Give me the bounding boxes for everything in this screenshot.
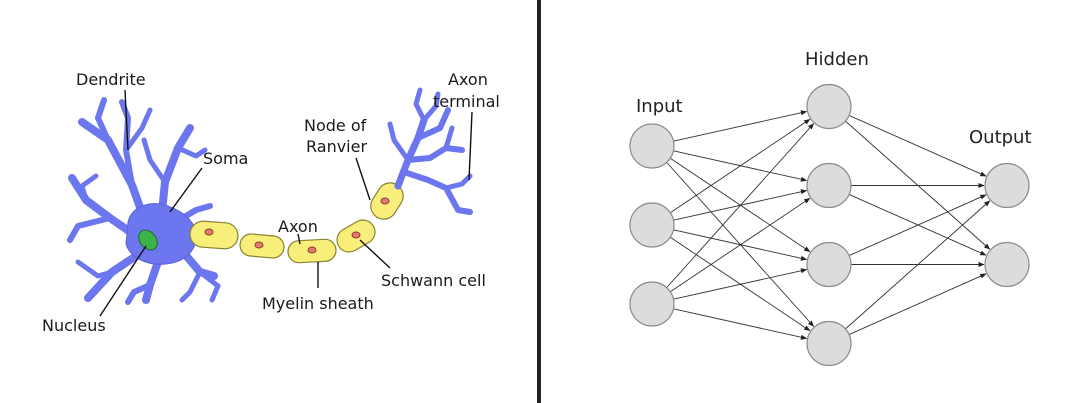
label-dendrite: Dendrite	[76, 70, 146, 89]
layer-label-hidden: Hidden	[805, 49, 869, 70]
network-edge	[673, 110, 808, 142]
layer-label-input: Input	[636, 96, 683, 117]
neuron-diagram: Dendrite Soma Node of Ranvier Axon termi…	[42, 70, 500, 335]
hidden-node	[806, 162, 852, 209]
panel-divider	[537, 0, 541, 403]
label-node-of-ranvier-line1: Node of	[304, 116, 367, 135]
network-edge	[845, 200, 991, 330]
neural-network-diagram: Input Hidden Output	[629, 49, 1032, 367]
network-edge	[673, 308, 808, 340]
myelin-segment	[189, 220, 239, 250]
schwann-nuclei	[204, 197, 390, 254]
input-node	[629, 281, 675, 327]
dendrites	[67, 97, 221, 305]
network-edge	[673, 268, 808, 300]
label-myelin-sheath: Myelin sheath	[262, 294, 374, 313]
hidden-node	[806, 320, 852, 367]
nucleus-shape	[138, 229, 158, 251]
network-nodes	[629, 83, 1030, 367]
network-edge	[848, 273, 987, 335]
label-node-of-ranvier-line2: Ranvier	[306, 137, 367, 156]
label-nucleus: Nucleus	[42, 316, 106, 335]
network-edges	[666, 110, 991, 340]
hidden-node	[806, 83, 852, 130]
label-leader-lines	[99, 89, 473, 317]
input-node	[629, 123, 675, 169]
network-edge	[848, 194, 987, 256]
network-edge	[670, 197, 811, 293]
label-axon: Axon	[278, 217, 318, 236]
label-axon-terminal-line1: Axon	[448, 70, 488, 89]
output-node	[984, 162, 1030, 209]
network-edge	[666, 123, 815, 288]
layer-label-output: Output	[969, 127, 1032, 148]
network-edge	[848, 115, 987, 177]
label-schwann-cell: Schwann cell	[381, 271, 486, 290]
hidden-node	[806, 241, 852, 288]
axon-terminal-branches	[387, 87, 473, 215]
network-edge	[670, 118, 811, 214]
label-axon-terminal-line2: terminal	[433, 92, 500, 111]
input-node	[629, 202, 675, 248]
myelin-sheath-segments	[189, 182, 404, 264]
label-soma: Soma	[203, 149, 248, 168]
output-node	[984, 241, 1030, 288]
